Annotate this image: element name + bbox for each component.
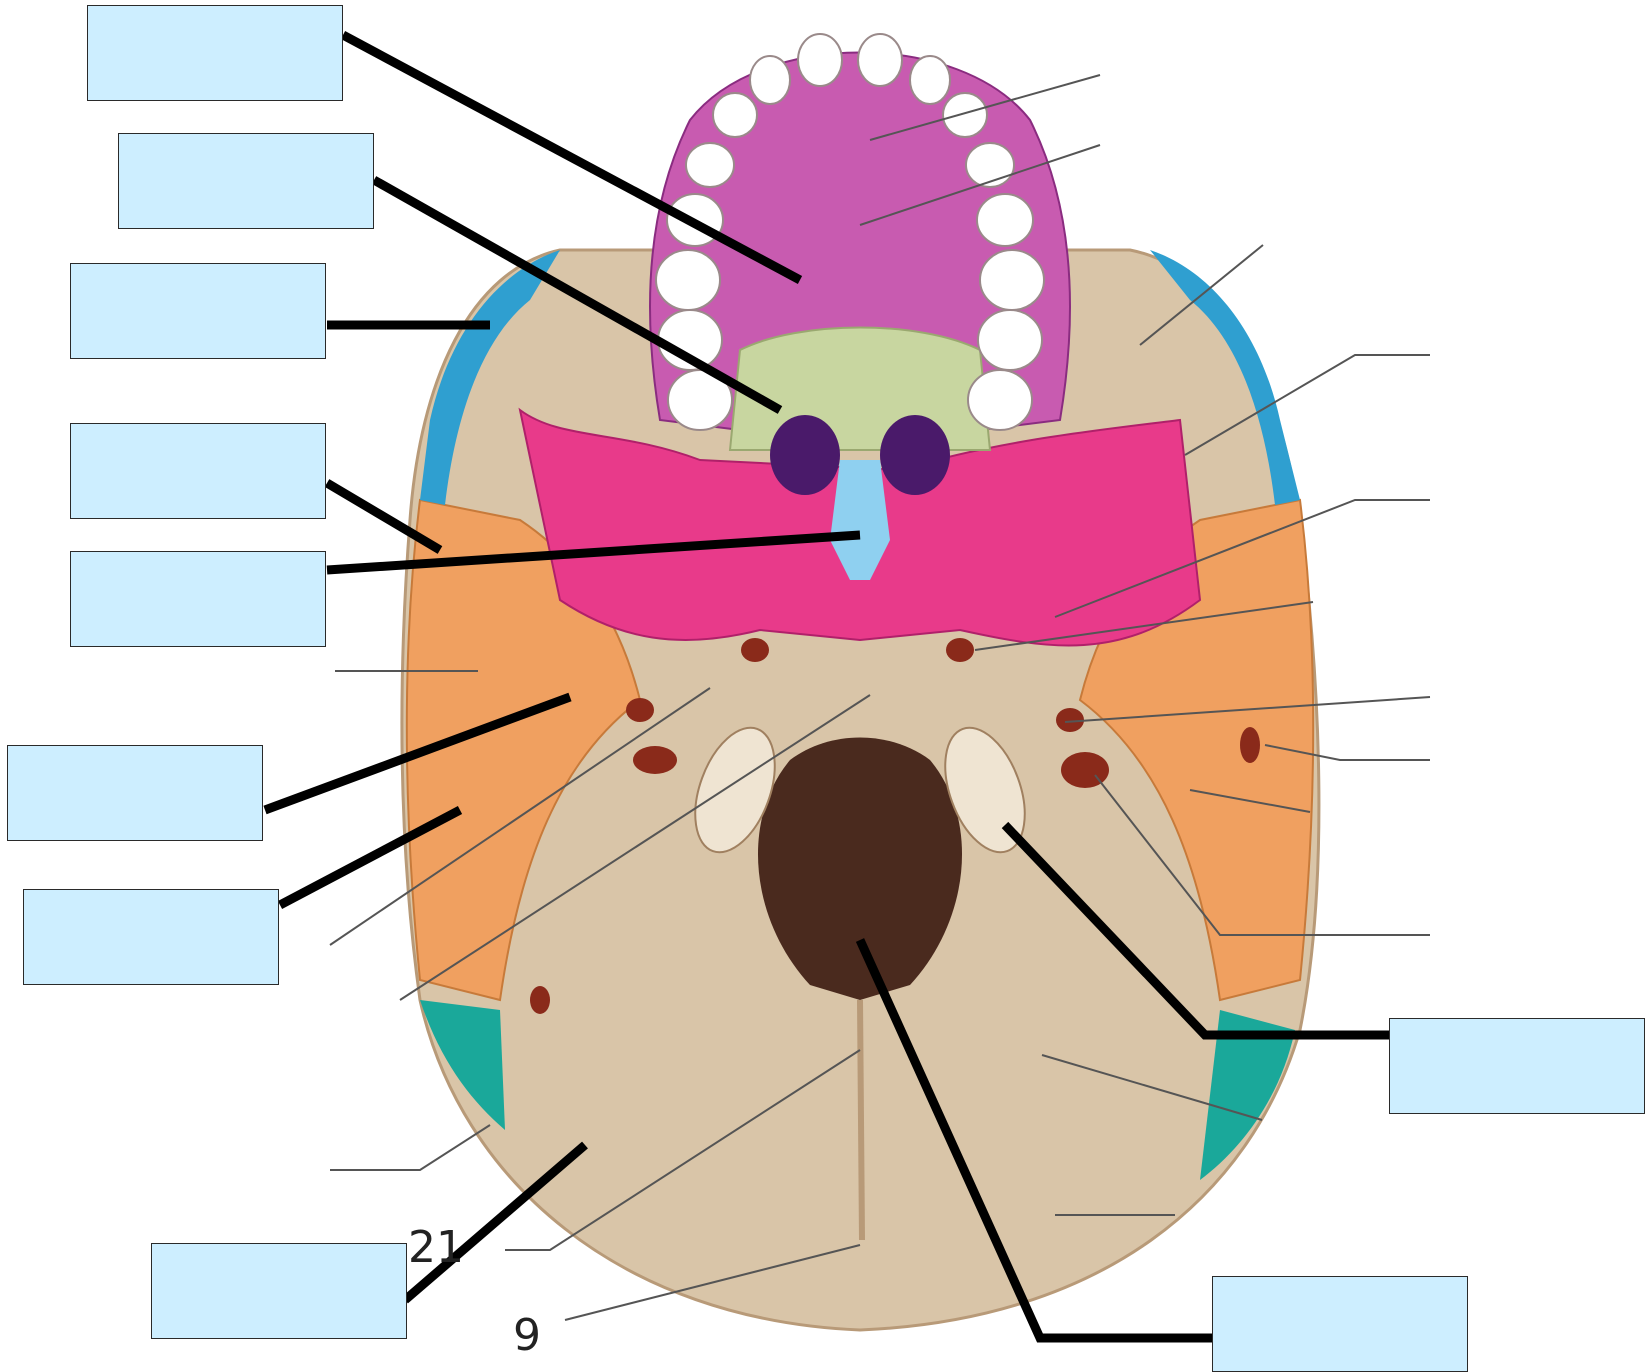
answer-box-4[interactable] <box>70 423 326 519</box>
answer-box-3[interactable] <box>70 263 326 359</box>
answer-box-1[interactable] <box>87 5 343 101</box>
answer-box-8[interactable] <box>151 1243 407 1339</box>
palatine-bone <box>730 328 990 451</box>
answer-box-2[interactable] <box>118 133 374 229</box>
answer-box-9[interactable] <box>1389 1018 1645 1114</box>
answer-box-6[interactable] <box>7 745 263 841</box>
number-label-9: 9 <box>513 1310 541 1361</box>
occipital-crest <box>860 1000 862 1240</box>
left-choana <box>770 415 840 495</box>
answer-box-7[interactable] <box>23 889 279 985</box>
answer-box-10[interactable] <box>1212 1276 1468 1372</box>
right-choana <box>880 415 950 495</box>
answer-box-5[interactable] <box>70 551 326 647</box>
number-label-21: 21 <box>408 1222 464 1273</box>
